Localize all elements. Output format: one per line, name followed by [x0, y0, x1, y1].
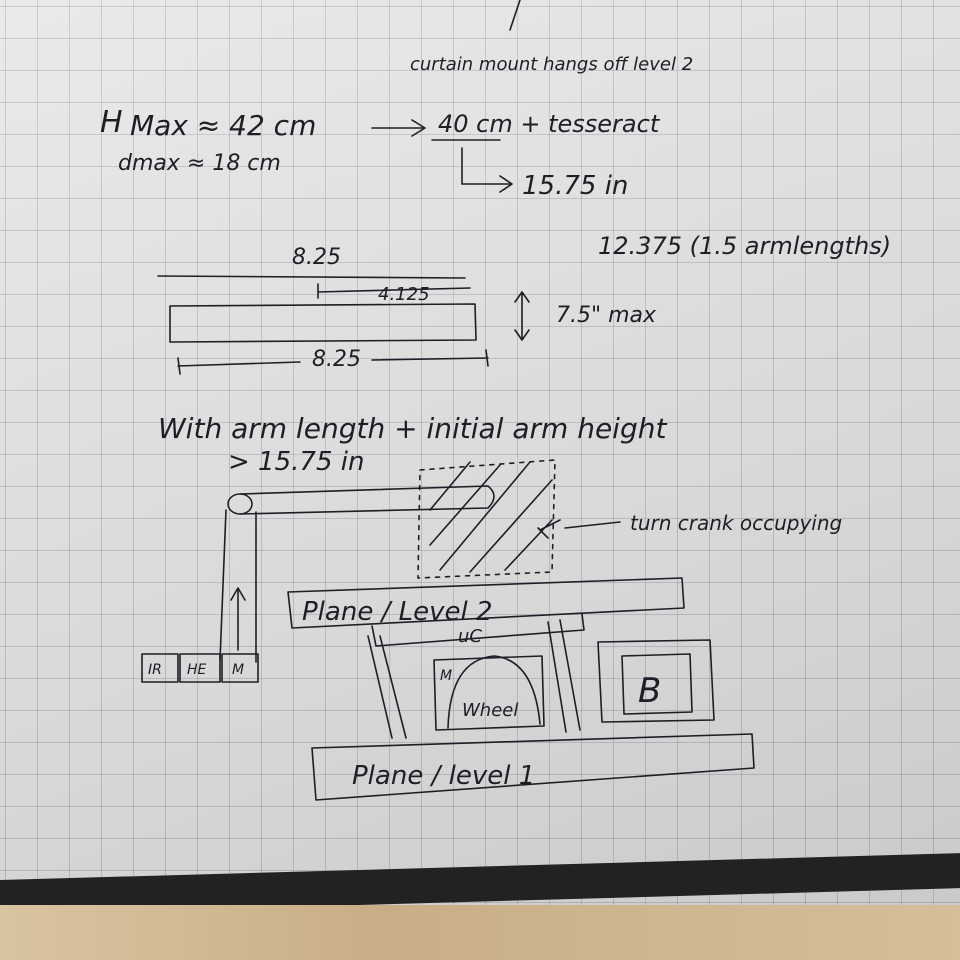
crank-pointer [537, 519, 561, 539]
bottom-width-label: 8.25 [312, 347, 361, 372]
crank-zone-outline [417, 459, 556, 579]
level2-plane [287, 577, 685, 629]
wheel-housing [433, 655, 545, 731]
page-shading [0, 0, 960, 905]
lift-arrow [230, 587, 246, 651]
arm-pivot [227, 493, 253, 515]
support-legs [367, 619, 581, 739]
tesseract-note: 40 cm + tesseract [438, 110, 661, 138]
m-box [221, 653, 259, 683]
level1-label: Plane / level 1 [352, 761, 535, 791]
wooden-desk [0, 905, 960, 960]
stray-stroke [509, 0, 521, 31]
condition-line: With arm length + initial arm height [158, 412, 667, 445]
battery-inner [621, 653, 693, 715]
level2-label: Plane / Level 2 [302, 597, 493, 627]
m-box-label: M [232, 662, 244, 678]
condition-value: > 15.75 in [228, 447, 364, 477]
uc-board [371, 613, 585, 647]
graph-paper-page [0, 0, 960, 905]
arm-column [219, 509, 257, 663]
wheel-arc [447, 655, 541, 729]
ir-box-label: IR [148, 662, 162, 678]
arm-calc: 12.375 (1.5 armlengths) [598, 232, 891, 260]
level1-plane [311, 733, 755, 801]
arrow-to-inches [461, 147, 513, 193]
max-line: Max ≈ 42 cm [130, 109, 316, 142]
half-width-line [317, 283, 471, 299]
motor-label: M [440, 668, 452, 684]
ir-box [141, 653, 179, 683]
height-arrow [514, 291, 530, 341]
top-width-label: 8.25 [292, 245, 341, 270]
max-height-label: 7.5" max [556, 303, 657, 328]
dmax-line: dmax ≈ 18 cm [118, 151, 281, 176]
height-label: H [100, 105, 123, 140]
battery-label: B [638, 671, 661, 711]
he-box [179, 653, 221, 683]
crank-note: turn crank occupying [630, 511, 842, 535]
board-rectangle [169, 303, 477, 343]
arrow-to-tesseract [371, 119, 426, 137]
crank-hatching [429, 461, 553, 573]
battery-outer [597, 639, 715, 723]
top-width-line [157, 275, 466, 279]
he-box-label: HE [187, 662, 207, 678]
arm-bar [239, 485, 495, 515]
crank-note-leader [564, 521, 621, 529]
bottom-width-line [177, 349, 489, 375]
curtain-note: curtain mount hangs off level 2 [410, 54, 693, 75]
half-width-label: 4.125 [378, 284, 430, 305]
uc-label: uC [458, 626, 482, 647]
wheel-label: Wheel [462, 700, 518, 721]
inches-result: 15.75 in [522, 171, 628, 201]
